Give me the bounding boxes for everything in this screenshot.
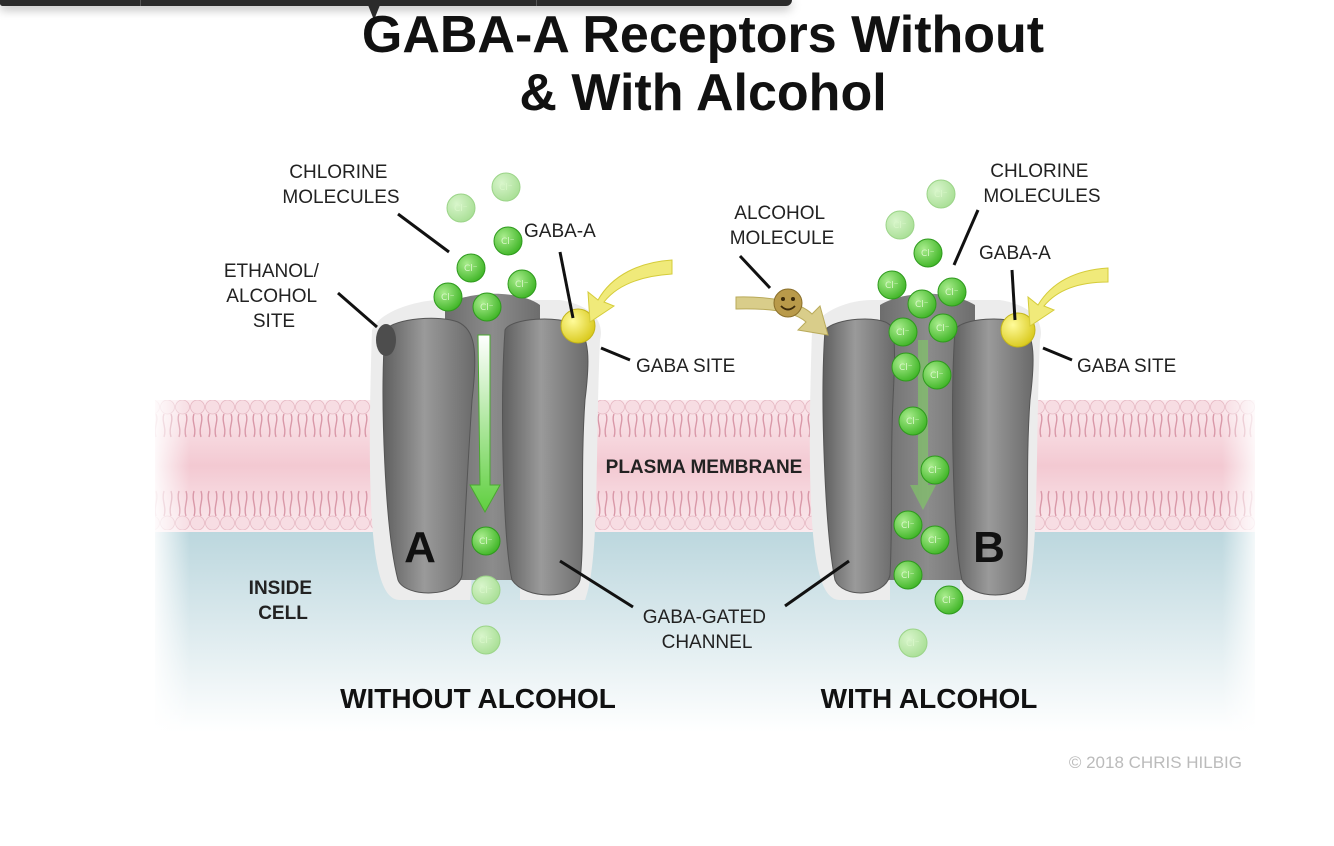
chloride-ion-label: Cl⁻ (901, 571, 915, 581)
toolbar-divider (536, 0, 537, 6)
leader-lines (337, 209, 1073, 609)
chloride-ion-label: Cl⁻ (915, 300, 929, 310)
chlorine-molecules-label-right: CHLORINE MOLECULES (983, 161, 1100, 207)
chloride-ion-label: Cl⁻ (945, 288, 959, 298)
chloride-ion-label: Cl⁻ (901, 521, 915, 531)
gaba-binding-arrow (1027, 267, 1109, 327)
alcohol-molecule-label: ALCOHOL MOLECULE (730, 203, 835, 249)
phospholipid-bilayer (155, 400, 1255, 530)
title-line-1: GABA-A Receptors Without (361, 6, 1045, 64)
chloride-ion-label: Cl⁻ (899, 363, 913, 373)
plasma-membrane-label: PLASMA MEMBRANE (606, 457, 803, 478)
alcohol-molecule (773, 288, 803, 318)
chloride-ion-label: Cl⁻ (480, 303, 494, 313)
chloride-ion-label: Cl⁻ (885, 281, 899, 291)
chloride-ion-label: Cl⁻ (928, 466, 942, 476)
channel-letter-a: A (404, 523, 436, 572)
chloride-ion-label: Cl⁻ (921, 249, 935, 259)
chloride-ion-label: Cl⁻ (479, 636, 493, 646)
chloride-ion-label: Cl⁻ (501, 237, 515, 247)
gaba-site-label-left: GABA SITE (636, 356, 735, 377)
channel-a (369, 259, 673, 600)
chloride-ion-label: Cl⁻ (930, 371, 944, 381)
gaba-gated-channel-label: GABA-GATED CHANNEL (643, 607, 771, 653)
chloride-flow-arrow (469, 334, 501, 514)
gaba-molecule (1000, 312, 1036, 348)
chlorine-molecules-label-left: CHLORINE MOLECULES (282, 162, 399, 208)
copyright-notice: © 2018 CHRIS HILBIG (1069, 753, 1242, 772)
inside-cell-region (155, 532, 1255, 732)
gaba-molecule (560, 308, 596, 344)
toolbar-divider (140, 0, 141, 6)
chloride-ion-label: Cl⁻ (928, 536, 942, 546)
chloride-ion-label: Cl⁻ (942, 596, 956, 606)
chloride-ion-label: Cl⁻ (441, 293, 455, 303)
chloride-ion-label: Cl⁻ (464, 264, 478, 274)
chloride-ion-label: Cl⁻ (906, 639, 920, 649)
gaba-site-label-right: GABA SITE (1077, 356, 1176, 377)
ethanol-alcohol-site-label: ETHANOL/ ALCOHOL SITE (224, 261, 324, 332)
chloride-ion-label: Cl⁻ (479, 537, 493, 547)
inside-cell-label: INSIDE CELL (249, 578, 318, 624)
ethanol-binding-pocket (376, 324, 396, 356)
chloride-ion-label: Cl⁻ (906, 417, 920, 427)
chloride-ion-label: Cl⁻ (479, 586, 493, 596)
chloride-ion-label: Cl⁻ (896, 328, 910, 338)
with-alcohol-caption: WITH ALCOHOL (821, 683, 1038, 714)
chloride-ion-label: Cl⁻ (934, 190, 948, 200)
gaba-binding-arrow (587, 259, 673, 323)
diagram-title: GABA-A Receptors Without & With Alcohol (0, 6, 1334, 122)
chloride-ion-label: Cl⁻ (515, 280, 529, 290)
chloride-ion-label: Cl⁻ (936, 324, 950, 334)
alcohol-binding-arrow (735, 296, 829, 336)
without-alcohol-caption: WITHOUT ALCOHOL (340, 683, 616, 714)
channel-letter-b: B (973, 523, 1005, 572)
gaba-a-label-right: GABA-A (979, 243, 1051, 264)
chloride-ions-left: Cl⁻ Cl⁻ Cl⁻ Cl⁻ Cl⁻ Cl⁻ Cl⁻ Cl⁻ Cl⁻ Cl⁻ (433, 172, 537, 655)
title-line-2: & With Alcohol (519, 64, 887, 122)
gaba-a-label-left: GABA-A (524, 221, 596, 242)
chloride-ions-right: Cl⁻ Cl⁻ Cl⁻ Cl⁻ Cl⁻ Cl⁻ Cl⁻ Cl⁻ Cl⁻ Cl⁻ Cl⁻ Cl… (877, 179, 967, 658)
chloride-ion-label: Cl⁻ (893, 221, 907, 231)
chloride-ion-label: Cl⁻ (454, 204, 468, 214)
chloride-ion-label: Cl⁻ (499, 183, 513, 193)
